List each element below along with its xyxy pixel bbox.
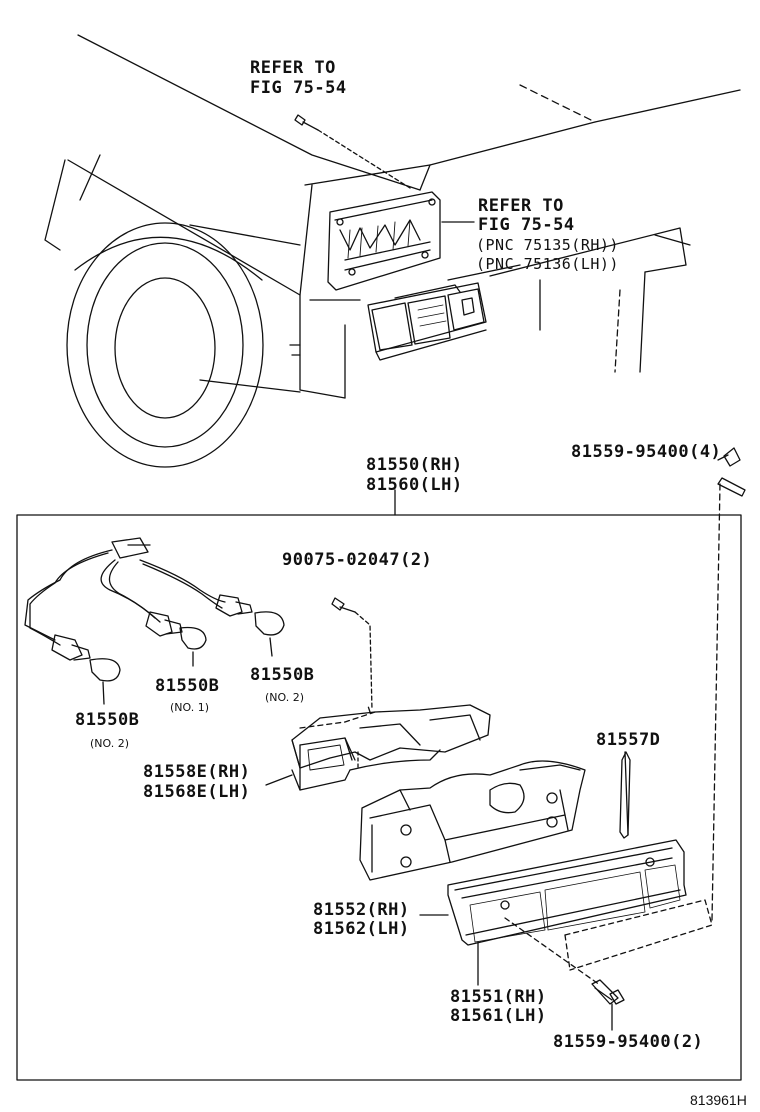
bulb-no2-left-label: 81550B [75,710,140,730]
screw-top-right [711,447,746,921]
screw-mid [331,597,373,711]
lens [447,839,687,946]
refer-top-line2: FIG 75-54 [250,78,347,98]
pnc-rh-label: (PNC 75135(RH)) [476,236,619,254]
bulb-no1-note: (NO. 1) [170,701,210,714]
bulb-no2-right-label: 81550B [250,665,315,685]
figure-id: 813961H [690,1092,747,1108]
gasket-label: 81557D [596,730,661,750]
vehicle-body [44,34,741,399]
bulb-no1-label: 81550B [155,676,220,696]
screw-mid-label: 90075-02047(2) [282,550,433,570]
assembly-frame [16,489,742,1081]
refer-mid-line2: FIG 75-54 [478,215,575,235]
gasket [619,751,631,839]
lens-rh-label: 81552(RH) [313,900,410,920]
assembly-rh-label: 81550(RH) [366,455,463,475]
socket-rh-label: 81558E(RH) [143,762,251,782]
installed-lamp [367,282,487,361]
socket-lh-label: 81568E(LH) [143,782,251,802]
assembly-leaders [265,774,613,1031]
wire-harness [24,537,253,661]
rear-wheel [66,222,301,468]
pnc-lh-label: (PNC 75136(LH)) [476,255,619,273]
screw-bottom [504,917,625,1005]
assembly-lh-label: 81560(LH) [366,475,463,495]
socket-housing [291,704,491,791]
bulbs [89,611,285,705]
lens-lh-label: 81562(LH) [313,919,410,939]
top-leaders [441,221,541,331]
screw-bottom-label: 81559-95400(2) [553,1032,704,1052]
screw-top-label: 81559-95400(4) [571,442,722,462]
refer-top-line1: REFER TO [250,58,336,78]
outer-lens-housing [564,899,713,971]
bulb-no2-left-note: (NO. 2) [90,737,130,750]
bracket-bolt [294,114,411,189]
lamp-body [359,760,586,881]
bulb-no2-right-note: (NO. 2) [265,691,305,704]
refer-mid-line1: REFER TO [478,196,564,216]
housing-lh-label: 81561(LH) [450,1006,547,1026]
housing-rh-label: 81551(RH) [450,987,547,1007]
license-plate-bracket [327,191,441,291]
